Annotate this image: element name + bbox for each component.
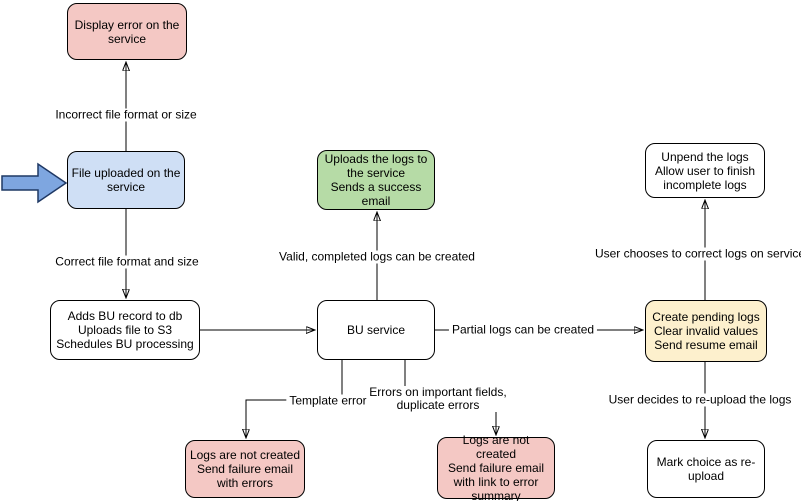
node-display-error-label: Display error on the service <box>74 17 180 46</box>
edge-label-incorrect-format: Incorrect file format or size <box>52 108 200 122</box>
node-file-uploaded-label: File uploaded on the service <box>71 166 181 194</box>
node-adds-bu-record-label: Adds BU record to db Uploads file to S3 … <box>56 309 194 351</box>
node-logs-not-created-template: Logs are not created Send failure email … <box>185 440 305 498</box>
node-bu-service: BU service <box>317 300 435 360</box>
edge-label-user-corrects: User chooses to correct logs on service <box>591 247 801 261</box>
node-uploads-logs-label: Uploads the logs to the service Sends a … <box>324 152 428 208</box>
node-logs-not-created-template-label: Logs are not created Send failure email … <box>189 448 301 490</box>
node-mark-choice-reupload-label: Mark choice as re- upload <box>656 455 756 483</box>
edge-label-correct-format: Correct file format and size <box>52 255 202 269</box>
node-logs-not-created-fields-label: Logs are not created Send failure email … <box>447 433 545 501</box>
node-adds-bu-record: Adds BU record to db Uploads file to S3 … <box>50 300 200 360</box>
edge-label-template-errors: Template errors <box>286 394 376 408</box>
node-create-pending-logs-label: Create pending logs Clear invalid values… <box>652 310 760 352</box>
node-display-error: Display error on the service <box>67 3 187 60</box>
node-unpend-logs: Unpend the logs Allow user to finish inc… <box>645 143 765 198</box>
node-unpend-logs-label: Unpend the logs Allow user to finish inc… <box>654 149 756 192</box>
node-logs-not-created-fields: Logs are not created Send failure email … <box>437 433 555 501</box>
node-create-pending-logs: Create pending logs Clear invalid values… <box>645 300 767 362</box>
node-file-uploaded: File uploaded on the service <box>67 151 185 209</box>
edge-label-user-reuploads: User decides to re-upload the logs <box>605 393 795 407</box>
node-bu-service-label: BU service <box>346 323 405 337</box>
edge-label-valid-logs: Valid, completed logs can be created <box>276 250 478 264</box>
node-uploads-logs: Uploads the logs to the service Sends a … <box>317 150 435 210</box>
node-mark-choice-reupload: Mark choice as re- upload <box>647 440 765 498</box>
edge-label-field-errors: Errors on important fields, duplicate er… <box>366 386 510 412</box>
edge-label-partial-logs: Partial logs can be created <box>448 323 598 337</box>
